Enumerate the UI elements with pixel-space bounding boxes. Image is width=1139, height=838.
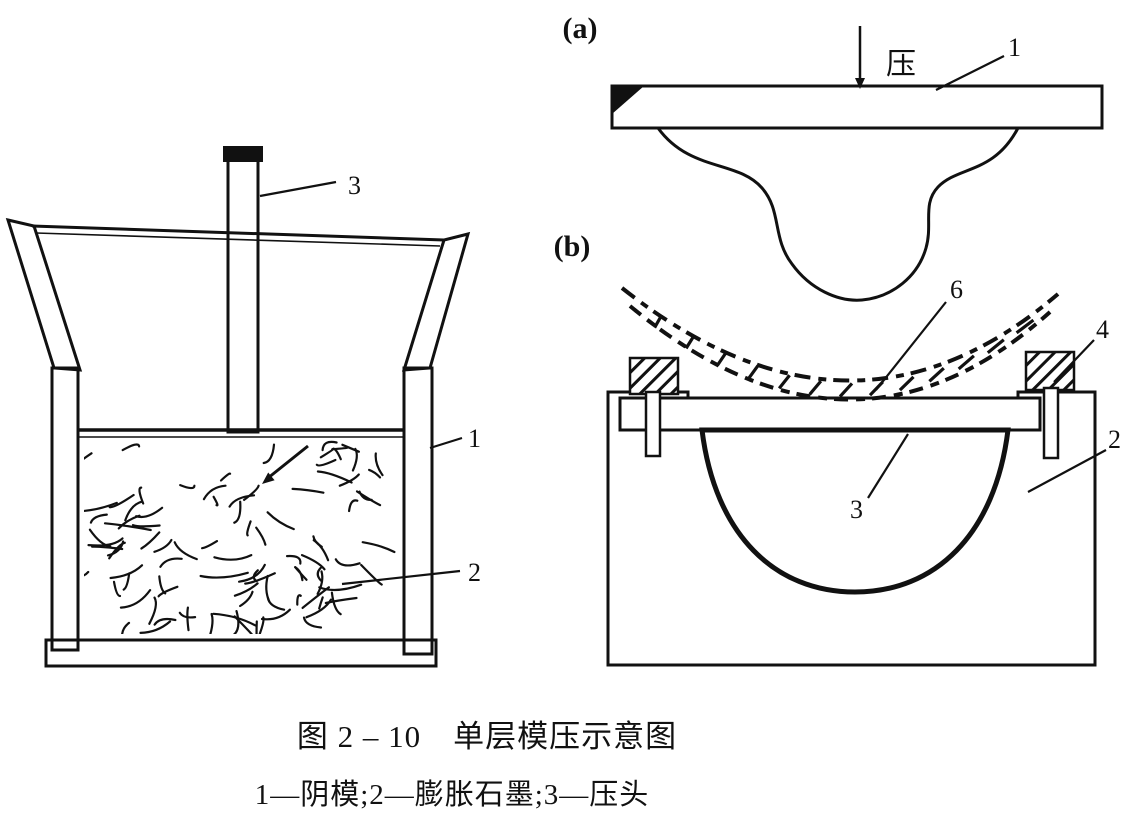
label-a-1: 1: [1008, 33, 1021, 62]
graphite-fill: [84, 440, 396, 634]
funnel-wall-left: [5, 217, 83, 372]
mold-bottom: [44, 638, 438, 668]
sheet-hatch: [653, 314, 1035, 398]
leader-b-6: [875, 301, 947, 391]
leader-left-1: [429, 436, 463, 450]
label-b-3: 3: [850, 495, 863, 524]
press-ram-cap: [223, 146, 263, 162]
mold-wall-right: [402, 366, 434, 656]
sheet-bottom-curve: [628, 304, 1052, 402]
die-plate-end: [612, 86, 644, 114]
funnel-rim-inner-line: [35, 232, 441, 247]
funnel-rim-line: [31, 224, 445, 242]
label-left-2: 2: [468, 558, 481, 587]
leader-b-3: [867, 433, 909, 499]
panel-a: (a) 压 1: [563, 12, 1104, 302]
leader-left-3: [259, 180, 337, 198]
figure-caption: 图 2 – 10 单层模压示意图: [297, 719, 677, 754]
label-b-6: 6: [950, 275, 963, 304]
press-text: 压: [886, 48, 916, 81]
clamp-head-right: [1024, 350, 1076, 392]
leader-b-2: [1027, 449, 1107, 493]
leader-a-1: [935, 55, 1005, 91]
clamp-head-left: [628, 356, 680, 396]
label-left-3: 3: [348, 171, 361, 200]
label-b-4: 4: [1096, 315, 1109, 344]
female-mold: [606, 390, 1097, 667]
cover-plate: [618, 396, 1042, 432]
die-punch: [655, 126, 1021, 302]
press-ram: [226, 148, 260, 434]
label-left-1: 1: [468, 424, 481, 453]
left-mold-figure: 3 1 2: [5, 146, 481, 668]
figure-legend: 1—阴模;2—膨胀石墨;3—压头: [255, 778, 650, 811]
die-plate: [610, 84, 1104, 130]
funnel-wall-right: [401, 231, 471, 372]
press-arrow: [855, 26, 865, 89]
panel-b-tag: (b): [554, 230, 591, 263]
bolt-right: [1042, 386, 1060, 460]
leader-b-4: [1053, 339, 1095, 383]
sheet-top-curve: [620, 286, 1060, 383]
mold-wall-left: [50, 366, 80, 652]
panel-a-tag: (a): [563, 12, 598, 45]
mold-cavity: [699, 427, 1011, 595]
material-arrow: [262, 444, 309, 484]
bolt-left: [644, 390, 662, 458]
panel-b: (b) 6 4 2 3: [554, 230, 1121, 667]
label-b-2: 2: [1108, 425, 1121, 454]
leader-left-2: [341, 569, 461, 586]
graphite-sheet: [620, 286, 1060, 402]
